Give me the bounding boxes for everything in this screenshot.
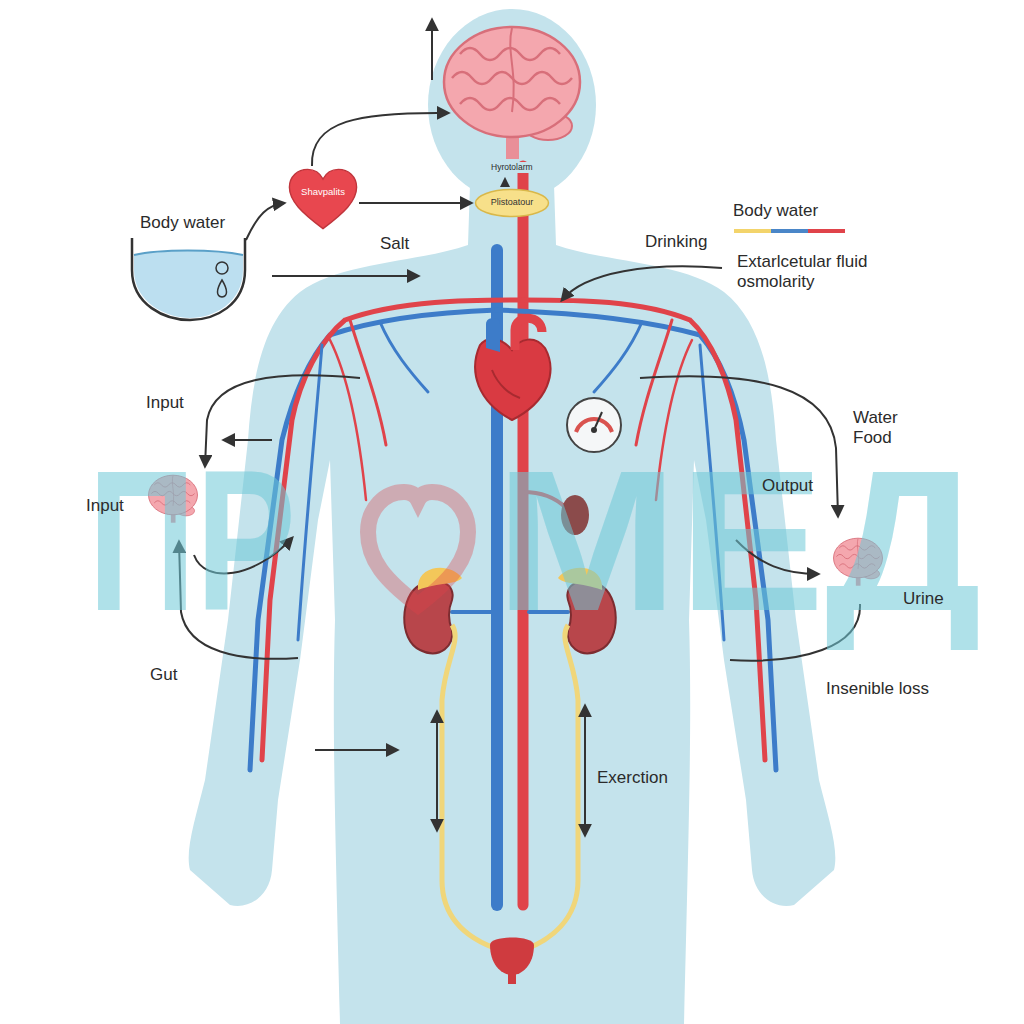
bladder bbox=[508, 972, 516, 984]
legend-line-segment bbox=[808, 229, 845, 233]
pressure-gauge bbox=[576, 419, 612, 432]
water-basin bbox=[132, 238, 245, 320]
bladder bbox=[490, 938, 534, 976]
flow-arrows bbox=[562, 266, 722, 300]
legend-line-segment bbox=[771, 229, 808, 233]
flow-label: Input bbox=[146, 393, 184, 413]
flow-label: Gut bbox=[150, 665, 177, 685]
water-basin bbox=[216, 262, 228, 274]
main-brain bbox=[444, 27, 580, 159]
flow-label: Input bbox=[86, 496, 124, 516]
water-basin bbox=[218, 280, 227, 297]
flow-arrows bbox=[179, 20, 860, 835]
flow-label: Insenible loss bbox=[826, 679, 929, 699]
flow-label: Water Food bbox=[853, 408, 903, 449]
main-brain bbox=[444, 27, 580, 159]
blood-vessels bbox=[452, 610, 491, 614]
bladder bbox=[490, 938, 534, 985]
flow-label: Salt bbox=[380, 234, 409, 254]
body-silhouette bbox=[428, 9, 596, 201]
flow-arrows bbox=[272, 275, 418, 277]
watermark: МЕД bbox=[495, 441, 982, 641]
flow-arrows bbox=[431, 20, 433, 80]
ureters bbox=[442, 625, 578, 950]
ureters bbox=[442, 625, 500, 950]
legend-line-segment bbox=[734, 229, 771, 233]
basin-label: Body water bbox=[140, 213, 225, 233]
blood-vessels bbox=[330, 340, 366, 500]
watermark: ПР bbox=[88, 441, 296, 641]
heart-organ bbox=[475, 339, 550, 420]
legend-line-sample bbox=[733, 228, 845, 234]
legend-text: Body water bbox=[733, 201, 845, 221]
blood-vessels bbox=[298, 345, 322, 640]
hypothalamus-label: Hyrotolarm bbox=[489, 162, 535, 173]
flow-label: Exerction bbox=[597, 768, 668, 788]
heart-organ bbox=[492, 370, 520, 398]
legend-item: Body water bbox=[733, 201, 845, 234]
ureters bbox=[524, 625, 578, 950]
flow-arrows bbox=[504, 179, 506, 187]
flow-label: Drinking bbox=[645, 232, 707, 252]
watermark-heart bbox=[368, 492, 468, 605]
heart-outline bbox=[289, 169, 356, 228]
oval-node: Plistoatour bbox=[474, 188, 550, 218]
legend-note: Extarlcetular fluid osmolarity bbox=[737, 252, 887, 293]
heart-shape bbox=[288, 168, 358, 230]
heart-organ bbox=[515, 318, 542, 350]
flow-label: Output bbox=[762, 476, 813, 496]
flow-arrows bbox=[246, 203, 284, 240]
water-basin bbox=[134, 251, 243, 256]
flow-connector bbox=[359, 202, 471, 204]
flow-arrows bbox=[315, 749, 397, 751]
flow-arrows bbox=[436, 712, 438, 830]
heart-organ bbox=[475, 318, 550, 420]
watermark-heart bbox=[368, 492, 468, 605]
flow-arrows bbox=[584, 706, 586, 835]
oval-outline bbox=[476, 190, 549, 217]
pressure-gauge bbox=[591, 427, 597, 433]
blood-vessels bbox=[594, 322, 642, 392]
heart-organ bbox=[486, 318, 500, 352]
heart-node: Shavpalits bbox=[288, 168, 358, 230]
flow-arrows bbox=[312, 113, 448, 166]
water-basin bbox=[132, 238, 245, 320]
flow-label: Urine bbox=[903, 589, 944, 609]
node-text: Plistoatour bbox=[491, 198, 534, 208]
node-text: Shavpalits bbox=[301, 187, 345, 197]
blood-vessels bbox=[380, 322, 428, 392]
